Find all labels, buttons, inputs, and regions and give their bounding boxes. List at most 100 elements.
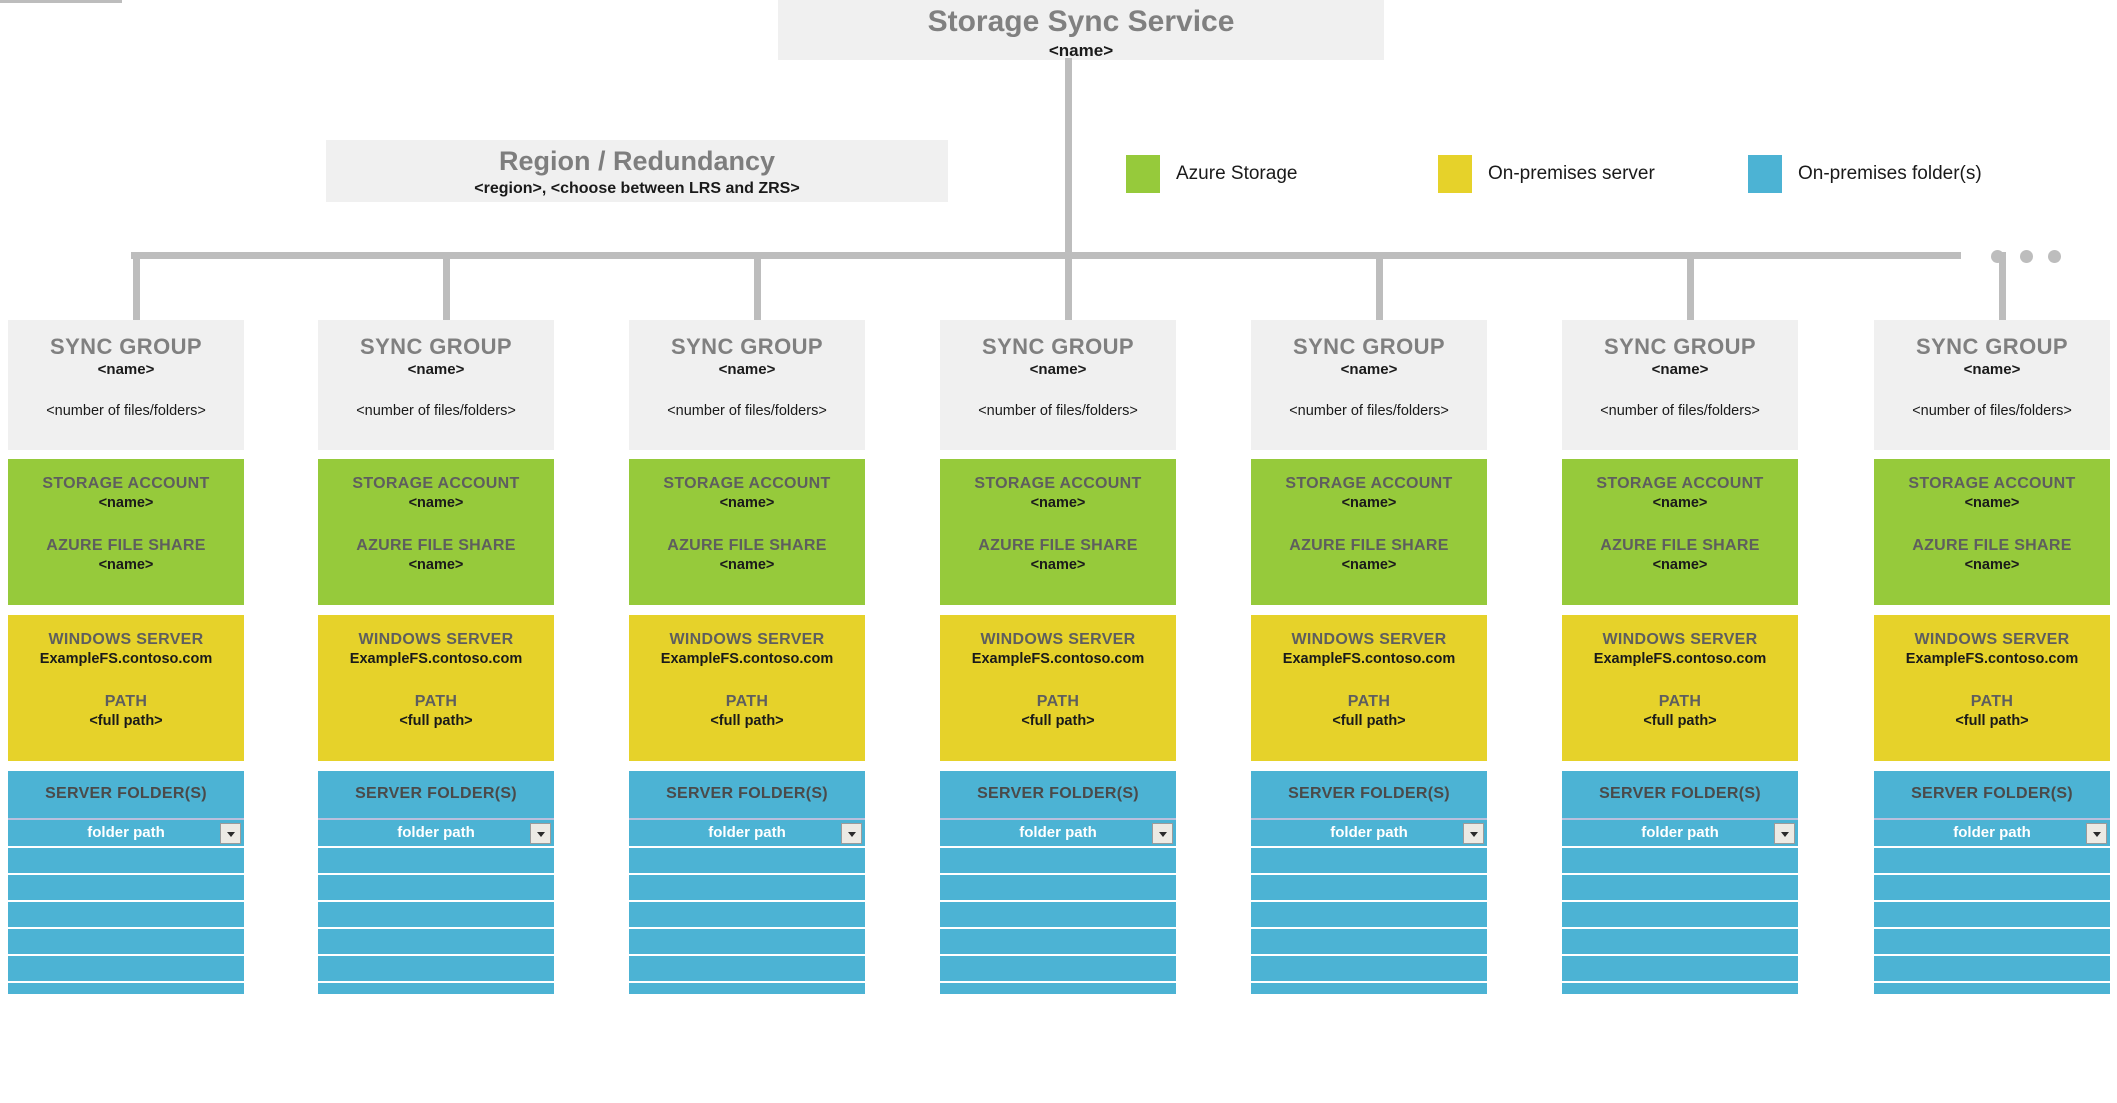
sync-group-column-3[interactable]: SYNC GROUP<name><number of files/folders…	[629, 320, 865, 994]
sync-group-column-5[interactable]: SYNC GROUP<name><number of files/folders…	[1251, 320, 1487, 994]
folder-path-header-row[interactable]: folder path	[8, 818, 244, 846]
windows-server-value: ExampleFS.contoso.com	[971, 651, 1145, 667]
sync-group-heading: SYNC GROUP	[982, 334, 1134, 359]
windows-server-value: ExampleFS.contoso.com	[1282, 651, 1456, 667]
azure-storage-band: STORAGE ACCOUNT<name>AZURE FILE SHARE<na…	[940, 459, 1176, 605]
folder-path-row[interactable]	[1562, 846, 1798, 873]
folder-path-row[interactable]	[1562, 873, 1798, 900]
legend-item-3: On-premises folder(s)	[1748, 152, 1982, 196]
folder-path-row[interactable]	[8, 927, 244, 954]
folder-path-filter-dropdown-icon[interactable]	[530, 823, 551, 844]
folder-path-row[interactable]	[629, 900, 865, 927]
folder-path-row[interactable]	[1251, 981, 1487, 994]
folder-path-header-row[interactable]: folder path	[318, 818, 554, 846]
folder-path-header-row[interactable]: folder path	[1251, 818, 1487, 846]
server-folders-band: SERVER FOLDER(S)folder path	[1251, 771, 1487, 994]
folder-path-header-label: folder path	[1019, 824, 1097, 841]
folder-path-filter-dropdown-icon[interactable]	[1152, 823, 1173, 844]
folder-path-row[interactable]	[1251, 846, 1487, 873]
storage-account-value: <name>	[1652, 495, 1708, 511]
folder-path-row[interactable]	[1874, 846, 2110, 873]
sync-group-column-2[interactable]: SYNC GROUP<name><number of files/folders…	[318, 320, 554, 994]
folder-path-filter-dropdown-icon[interactable]	[2086, 823, 2107, 844]
folder-path-row[interactable]	[1251, 873, 1487, 900]
folder-path-row[interactable]	[1562, 981, 1798, 994]
folder-path-row[interactable]	[318, 873, 554, 900]
folder-path-row[interactable]	[8, 981, 244, 994]
folder-path-header-label: folder path	[1330, 824, 1408, 841]
folder-path-row[interactable]	[1874, 900, 2110, 927]
folder-path-row[interactable]	[318, 927, 554, 954]
folder-path-row[interactable]	[1251, 927, 1487, 954]
folder-path-row[interactable]	[629, 927, 865, 954]
folder-path-row[interactable]	[8, 846, 244, 873]
windows-server-label: WINDOWS SERVER	[1914, 631, 2070, 648]
folder-path-header-label: folder path	[87, 824, 165, 841]
folder-path-filter-dropdown-icon[interactable]	[1774, 823, 1795, 844]
windows-server-label: WINDOWS SERVER	[48, 631, 204, 648]
sync-group-heading: SYNC GROUP	[50, 334, 202, 359]
folder-path-row[interactable]	[318, 954, 554, 981]
storage-sync-service-title: Storage Sync Service	[927, 5, 1235, 38]
windows-server-value: ExampleFS.contoso.com	[660, 651, 834, 667]
folder-path-header-row[interactable]: folder path	[940, 818, 1176, 846]
folder-path-header-row[interactable]: folder path	[1562, 818, 1798, 846]
folder-path-row[interactable]	[318, 981, 554, 994]
server-folders-label: SERVER FOLDER(S)	[355, 785, 517, 802]
storage-account-value: <name>	[1341, 495, 1397, 511]
legend-swatch-icon	[1126, 155, 1160, 193]
folder-path-row[interactable]	[629, 954, 865, 981]
folder-path-row[interactable]	[940, 846, 1176, 873]
storage-account-value: <name>	[1030, 495, 1086, 511]
sync-group-column-1[interactable]: SYNC GROUP<name><number of files/folders…	[8, 320, 244, 994]
azure-file-share-value: <name>	[1341, 557, 1397, 573]
folder-path-row[interactable]	[1562, 954, 1798, 981]
folder-path-row[interactable]	[940, 927, 1176, 954]
folder-path-header-label: folder path	[708, 824, 786, 841]
folder-path-row[interactable]	[940, 981, 1176, 994]
legend-label: On-premises server	[1488, 163, 1655, 184]
folder-path-header-row[interactable]: folder path	[1874, 818, 2110, 846]
folder-path-row[interactable]	[318, 846, 554, 873]
folder-path-row[interactable]	[1251, 900, 1487, 927]
folder-path-row[interactable]	[940, 954, 1176, 981]
sync-group-column-4[interactable]: SYNC GROUP<name><number of files/folders…	[940, 320, 1176, 994]
folder-path-row[interactable]	[318, 900, 554, 927]
sync-group-name: <name>	[1029, 361, 1087, 378]
sync-group-column-6[interactable]: SYNC GROUP<name><number of files/folders…	[1562, 320, 1798, 994]
sync-group-header: SYNC GROUP<name><number of files/folders…	[940, 320, 1176, 450]
folder-path-header-row[interactable]: folder path	[629, 818, 865, 846]
folder-path-row[interactable]	[1562, 900, 1798, 927]
path-value: <full path>	[1021, 713, 1095, 729]
folder-path-header-label: folder path	[397, 824, 475, 841]
folder-path-row[interactable]	[629, 846, 865, 873]
folder-path-row[interactable]	[8, 873, 244, 900]
sync-group-name: <name>	[97, 361, 155, 378]
folder-path-row[interactable]	[940, 900, 1176, 927]
folder-path-filter-dropdown-icon[interactable]	[220, 823, 241, 844]
folder-path-row[interactable]	[1874, 954, 2110, 981]
folder-path-filter-dropdown-icon[interactable]	[1463, 823, 1484, 844]
folder-path-row[interactable]	[1874, 981, 2110, 994]
sync-group-column-7[interactable]: SYNC GROUP<name><number of files/folders…	[1874, 320, 2110, 994]
storage-account-label: STORAGE ACCOUNT	[42, 475, 210, 492]
folder-path-row[interactable]	[1874, 927, 2110, 954]
windows-server-value: ExampleFS.contoso.com	[1593, 651, 1767, 667]
folder-path-row[interactable]	[8, 900, 244, 927]
storage-account-group: STORAGE ACCOUNT<name>	[940, 473, 1176, 513]
folder-path-row[interactable]	[1562, 927, 1798, 954]
folder-path-row[interactable]	[940, 873, 1176, 900]
folder-path-row[interactable]	[629, 873, 865, 900]
storage-sync-service-name: <name>	[1048, 41, 1114, 60]
azure-file-share-group: AZURE FILE SHARE<name>	[8, 535, 244, 575]
folder-path-row[interactable]	[1251, 954, 1487, 981]
folder-path-row[interactable]	[8, 954, 244, 981]
folder-path-filter-dropdown-icon[interactable]	[841, 823, 862, 844]
folder-path-row[interactable]	[629, 981, 865, 994]
storage-account-group: STORAGE ACCOUNT<name>	[1562, 473, 1798, 513]
folder-path-row[interactable]	[1874, 873, 2110, 900]
